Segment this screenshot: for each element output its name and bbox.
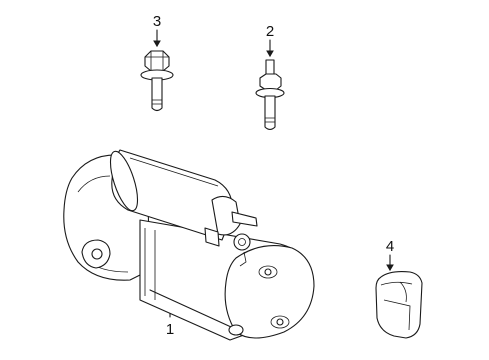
terminal-cover-icon xyxy=(375,271,423,339)
callout-1-label: 1 xyxy=(166,321,174,338)
flange-bolt-icon xyxy=(140,50,174,112)
callout-4[interactable]: 4 xyxy=(386,238,394,272)
callout-4-label: 4 xyxy=(386,238,394,255)
callout-3[interactable]: 3 xyxy=(153,13,161,48)
stud-bolt-icon xyxy=(255,59,285,131)
callout-2-label: 2 xyxy=(266,23,274,40)
starter-motor-icon xyxy=(63,149,315,341)
callout-3-label: 3 xyxy=(153,13,161,30)
callout-2[interactable]: 2 xyxy=(266,23,274,58)
